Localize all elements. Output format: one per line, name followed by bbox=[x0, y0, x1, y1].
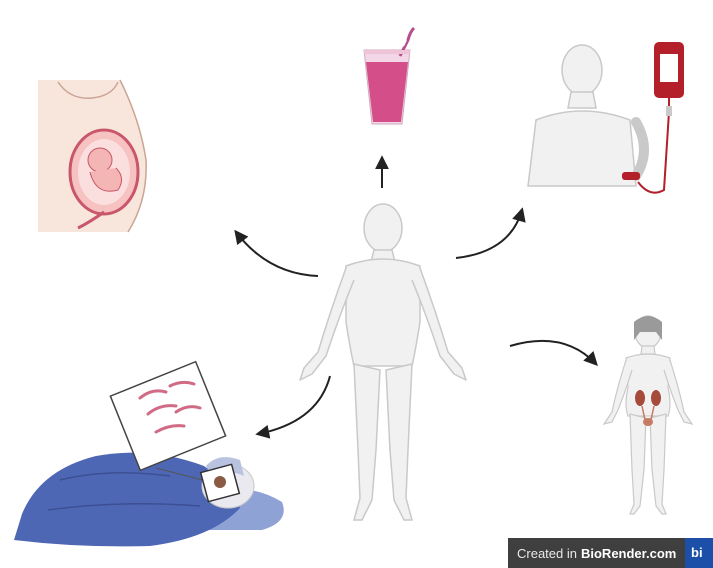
female-body-kidneys-icon bbox=[604, 316, 692, 514]
watermark-brand: BioRender.com bbox=[581, 546, 676, 561]
arrow-to-pregnancy bbox=[236, 232, 318, 276]
blood-transfusion-icon bbox=[528, 42, 684, 193]
central-human-body-icon bbox=[300, 204, 466, 520]
arrow-to-sleeping-person bbox=[258, 376, 330, 434]
pregnancy-icon bbox=[38, 80, 146, 232]
biorender-watermark[interactable]: Created in BioRender.com bi bbox=[508, 538, 713, 568]
biorender-logo-icon: bi bbox=[685, 538, 713, 568]
watermark-prefix: Created in bbox=[517, 546, 577, 561]
arrow-to-kidneys bbox=[510, 341, 596, 364]
arrow-to-transfusion bbox=[456, 210, 522, 258]
smoothie-glass-icon bbox=[364, 28, 414, 124]
